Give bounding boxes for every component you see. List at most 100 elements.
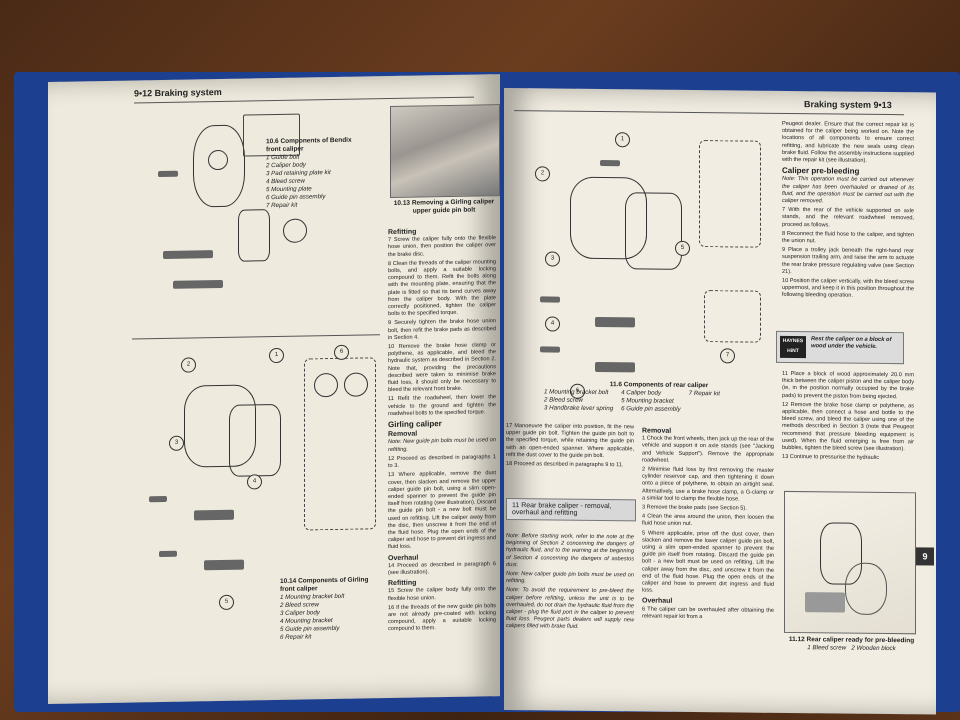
caption-item: 1 Bleed screw	[807, 644, 847, 652]
figure-11-12-caption: 11.12 Rear caliper ready for pre-bleedin…	[784, 636, 919, 653]
callout-4: 4	[247, 474, 262, 490]
paragraph: 16 If the threads of the new guide pin b…	[388, 602, 496, 633]
paragraph: 1 Chock the front wheels, then jack up t…	[642, 435, 774, 464]
page-header: Braking system 9•13	[804, 99, 892, 111]
guide-pin-drawing	[595, 316, 635, 328]
paragraph: 11 Refit the roadwheel, then lower the v…	[388, 394, 496, 417]
mounting-bracket-drawing	[229, 403, 281, 477]
paragraph: 11 Place a block of wood approximately 2…	[782, 370, 914, 400]
logo-text: HAYNES	[782, 337, 804, 345]
paragraph: 13 Where applicable, remove the dust cov…	[388, 470, 496, 551]
guide-pin-drawing-2	[173, 279, 223, 289]
callout-5: 5	[219, 594, 234, 611]
right-page-column-3: Peugeot dealer. Ensure that the correct …	[782, 121, 914, 303]
figure-title: 10.14 Components of Girling front calipe…	[280, 576, 369, 593]
note: Note: New guide pin bolts must be used o…	[388, 437, 496, 453]
bolt-drawing	[600, 160, 620, 167]
mounting-drawing	[238, 209, 270, 262]
paragraph: 8 Reconnect the fluid hose to the calipe…	[782, 230, 914, 245]
bolt-drawing	[149, 495, 167, 503]
callout-2: 2	[181, 357, 196, 373]
paragraph: 3 Remove the brake pads (see Section 5).	[642, 504, 747, 512]
haynes-hint-box: HAYNES HiNT Rest the caliper on a block …	[776, 330, 904, 365]
note: Note: New caliper guide pin bolts must b…	[506, 571, 634, 585]
section-heading: Removal	[642, 427, 672, 435]
left-page: 9•12 Braking system 10.6 Components of B…	[48, 74, 500, 705]
callout-2: 2	[535, 166, 550, 182]
figure-10-14-caption: 10.14 Components of Girling front calipe…	[280, 576, 380, 642]
paragraph: 10 Position the caliper vertically, with…	[782, 277, 914, 300]
callout-1: 1	[269, 347, 284, 364]
note: Note: Before starting work, refer to the…	[506, 533, 634, 568]
guide-pin-drawing-2	[595, 361, 635, 373]
figure-10-13-caption: 10.13 Removing a Girling caliper upper g…	[390, 198, 498, 216]
bleed-hose-drawing	[845, 562, 887, 616]
guide-bolt-drawing	[158, 170, 178, 178]
paragraph: 14 Proceed as described in paragraph 6 (…	[388, 560, 496, 577]
figure-11-12-illustration	[784, 490, 916, 635]
figure-title: 10.6 Components of Bendix front caliper	[266, 136, 352, 154]
logo-text: HiNT	[787, 347, 799, 355]
guide-pin-drawing	[163, 250, 213, 259]
paragraph: 9 Place a trolley jack beneath the right…	[782, 247, 914, 275]
wooden-block-drawing	[805, 592, 845, 613]
caption-item: 7 Repair kit	[688, 389, 720, 398]
caption-item: 6 Guide pin assembly	[621, 405, 681, 413]
callout-3: 3	[545, 251, 560, 267]
caption-item: 2 Wooden block	[851, 644, 896, 653]
paragraph: 12 Remove the brake hose clamp or polyth…	[782, 401, 914, 453]
paragraph: 12 Proceed as described in paragraphs 1 …	[388, 454, 496, 470]
page-header: 9•12 Braking system	[134, 86, 222, 99]
paragraph: Peugeot dealer. Ensure that the correct …	[782, 120, 914, 164]
caption-item: 6 Repair kit	[280, 633, 312, 641]
guide-pin-drawing-2	[204, 559, 244, 571]
repair-kit-box-2	[704, 290, 761, 343]
caption-item: 3 Handbrake lever spring	[544, 404, 614, 413]
paragraph: 17 Manoeuvre the caliper into position, …	[506, 423, 634, 459]
figure-11-6-caption: 11.6 Components of rear caliper 1 Mounti…	[544, 380, 774, 414]
right-page-column-1b: Note: Before starting work, refer to the…	[506, 533, 634, 634]
chapter-tab: 9	[916, 547, 934, 566]
right-page-column-1: 17 Manoeuvre the caliper into position, …	[506, 423, 634, 472]
callout-5: 5	[675, 240, 690, 256]
paragraph: 2 Minimise fluid loss by first removing …	[642, 466, 774, 503]
paragraph: 6 The caliper can be overhauled after ob…	[642, 606, 774, 620]
section-heading: Overhaul	[642, 597, 673, 606]
paragraph: 8 Clean the threads of the caliper mount…	[388, 258, 496, 318]
paragraph: 13 Continue to pressurise the hydraulic	[782, 454, 880, 462]
bolt-drawing-2	[159, 550, 177, 558]
photo-10-13	[390, 104, 500, 199]
figure-divider	[132, 334, 380, 340]
section-11-title-box: 11 Rear brake caliper - removal, overhau…	[506, 498, 636, 522]
guide-pin-drawing	[194, 509, 234, 521]
note: Note: This operation must be carried out…	[782, 176, 914, 205]
bolt-drawing-3	[540, 346, 560, 353]
right-page: Braking system 9•13 1 2 3 4 5 6 7 11.6 C…	[504, 88, 936, 715]
paragraph: 7 Screw the caliper fully onto the flexi…	[388, 235, 496, 258]
rear-mounting-bracket-drawing	[625, 192, 682, 270]
right-page-column-2: Removal 1 Chock the front wheels, then j…	[642, 424, 774, 623]
callout-1: 1	[615, 132, 630, 148]
rear-repair-kit-box	[699, 140, 761, 248]
figure-title: 10.13 Removing a Girling caliper upper g…	[393, 198, 495, 215]
note: Note: To avoid the requirement to pre-bl…	[506, 587, 634, 631]
section-heading: Girling caliper	[388, 419, 442, 430]
paragraph: 18 Proceed as described in paragraphs 9 …	[506, 461, 624, 469]
callout-3: 3	[169, 435, 184, 451]
figure-10-6-caption: 10.6 Components of Bendix front caliper …	[266, 136, 366, 210]
right-page-column-3b: 11 Place a block of wood approximately 2…	[782, 371, 914, 465]
callout-7: 7	[720, 348, 735, 364]
seal-drawing	[283, 218, 307, 243]
callout-4: 4	[545, 316, 560, 332]
caption-item: 7 Repair kit	[266, 201, 298, 210]
paragraph: 9 Securely tighten the brake hose union …	[388, 318, 496, 341]
hint-text: Rest the caliper on a block of wood unde…	[811, 336, 892, 350]
haynes-hint-logo: HAYNES HiNT	[780, 335, 806, 359]
header-rule	[514, 110, 904, 116]
bolt-drawing-2	[540, 296, 560, 303]
section-heading: Caliper pre-bleeding	[782, 166, 860, 176]
paragraph: 4 Clean the area around the union, then …	[642, 513, 774, 528]
paragraph: 15 Screw the caliper body fully onto the…	[388, 586, 496, 602]
paragraph: 7 With the rear of the vehicle supported…	[782, 207, 914, 229]
paragraph: 5 Where applicable, prise off the dust c…	[642, 530, 774, 594]
